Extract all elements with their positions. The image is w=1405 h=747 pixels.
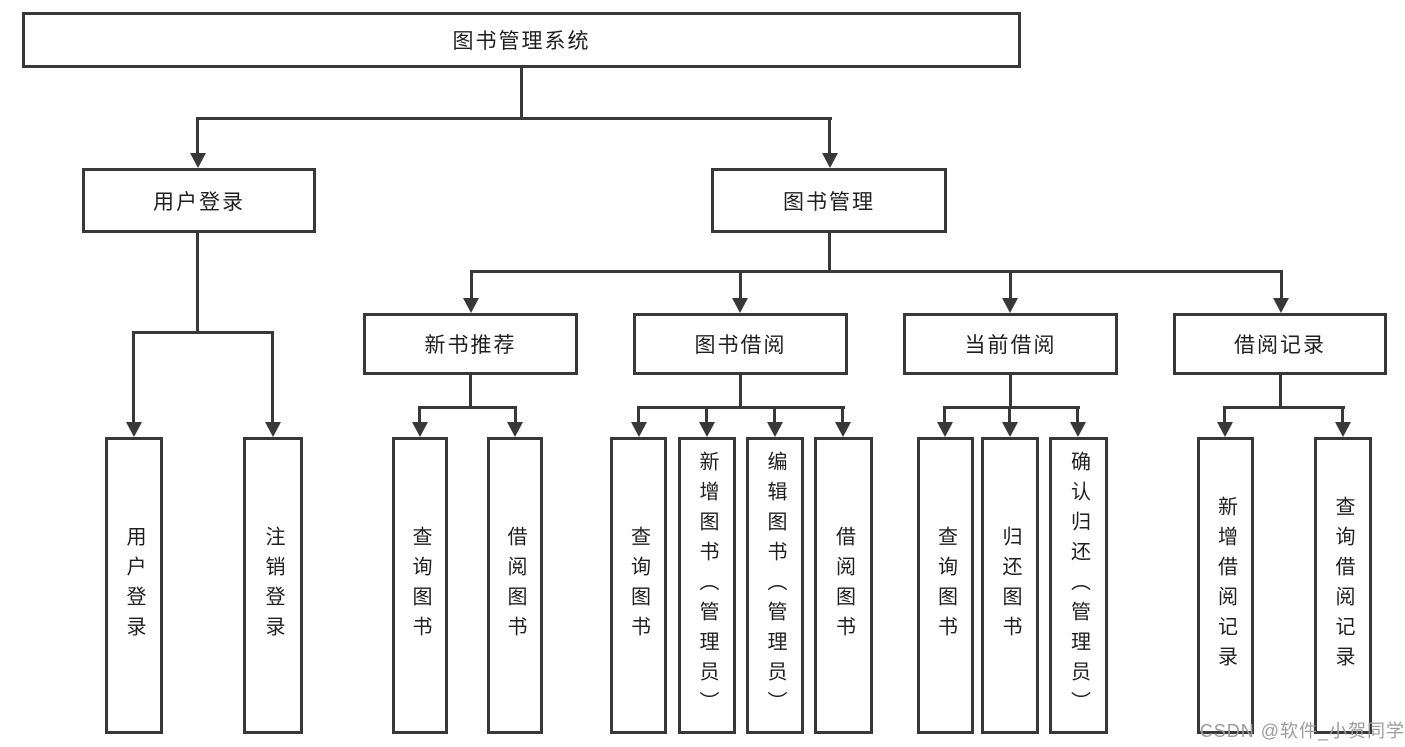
csdn-watermark: CSDN @软件_小贺同学	[1199, 721, 1405, 741]
connector-root-stem	[520, 68, 523, 119]
connector-book-borrow-hline	[637, 406, 845, 409]
leaf-borrow-book-label: 借阅图书	[832, 525, 855, 646]
arrow-down-icon	[937, 422, 953, 437]
node-user-login-label: 用户登录	[153, 190, 245, 214]
arrow-down-icon	[1335, 422, 1351, 437]
arrow-down-icon	[1070, 422, 1086, 437]
arrow-down-icon	[1217, 422, 1233, 437]
connector-new-book-hline	[418, 406, 517, 409]
leaf-query-book-borrow-label: 查询图书	[627, 525, 650, 646]
leaf-query-book-borrow: 查询图书	[610, 437, 667, 734]
arrow-down-icon	[835, 422, 851, 437]
connector-leaf	[943, 406, 946, 423]
connector-book-mgmt-hline	[470, 270, 1283, 273]
arrow-down-icon	[507, 422, 523, 437]
connector-borrow-record-stem	[1279, 375, 1282, 409]
arrow-down-icon	[1273, 298, 1289, 313]
leaf-logout-login: 注销登录	[243, 437, 303, 734]
leaf-confirm-return-admin: 确认归还（管理员）	[1049, 437, 1108, 734]
leaf-query-book-current: 查询图书	[917, 437, 974, 734]
connector-to-book-management	[828, 117, 831, 155]
connector-root-hline	[196, 117, 832, 120]
arrow-down-icon	[190, 153, 206, 168]
connector-user-login-hline	[132, 331, 274, 334]
arrow-down-icon	[412, 422, 428, 437]
leaf-edit-book-admin-label: 编辑图书（管理员）	[764, 450, 786, 721]
connector-user-login-stem	[196, 233, 199, 333]
leaf-logout-login-label: 注销登录	[262, 525, 284, 646]
connector-leaf	[1223, 406, 1226, 423]
leaf-add-borrow-record: 新增借阅记录	[1197, 437, 1254, 734]
leaf-query-borrow-record: 查询借阅记录	[1314, 437, 1372, 734]
arrow-down-icon	[126, 422, 142, 437]
node-book-borrow: 图书借阅	[633, 313, 848, 375]
leaf-confirm-return-admin-label: 确认归还（管理员）	[1067, 450, 1090, 721]
connector-new-book-stem	[469, 375, 472, 409]
arrow-down-icon	[265, 422, 281, 437]
connector-leaf	[514, 406, 517, 423]
connector-to-book-borrow	[739, 270, 742, 299]
connector-to-borrow-record	[1280, 270, 1283, 299]
arrow-down-icon	[822, 153, 838, 168]
node-current-borrow-label: 当前借阅	[964, 334, 1057, 357]
node-root-system: 图书管理系统	[22, 12, 1021, 68]
arrow-down-icon	[463, 298, 479, 313]
connector-current-borrow-hline	[943, 406, 1080, 409]
leaf-add-borrow-record-label: 新增借阅记录	[1214, 495, 1237, 676]
connector-leaf	[705, 406, 708, 423]
connector-to-user-login	[196, 117, 199, 155]
arrow-down-icon	[767, 422, 783, 437]
node-new-book-recommend: 新书推荐	[363, 313, 578, 375]
connector-to-current-borrow	[1009, 270, 1012, 299]
arrow-down-icon	[1002, 298, 1018, 313]
connector-borrow-record-hline	[1223, 406, 1345, 409]
leaf-query-borrow-record-label: 查询借阅记录	[1332, 495, 1354, 676]
connector-leaf	[1341, 406, 1344, 423]
leaf-add-book-admin-label: 新增图书（管理员）	[696, 450, 718, 721]
leaf-user-login: 用户登录	[105, 437, 163, 734]
connector-leaf	[1076, 406, 1079, 423]
leaf-borrow-book: 借阅图书	[814, 437, 873, 734]
leaf-user-login-label: 用户登录	[123, 525, 145, 646]
leaf-add-book-admin: 新增图书（管理员）	[678, 437, 736, 734]
node-root-system-label: 图书管理系统	[452, 30, 591, 53]
leaf-query-book-recommend-label: 查询图书	[409, 525, 431, 646]
node-book-management: 图书管理	[711, 168, 947, 233]
arrow-down-icon	[1002, 422, 1018, 437]
connector-to-new-book	[470, 270, 473, 299]
leaf-edit-book-admin: 编辑图书（管理员）	[746, 437, 804, 734]
leaf-query-book-current-label: 查询图书	[934, 525, 957, 646]
node-new-book-recommend-label: 新书推荐	[424, 334, 517, 357]
leaf-borrow-book-recommend: 借阅图书	[487, 437, 543, 734]
connector-leaf	[773, 406, 776, 423]
leaf-return-book: 归还图书	[981, 437, 1039, 734]
node-borrow-record-label: 借阅记录	[1234, 334, 1326, 357]
node-book-management-label: 图书管理	[783, 190, 875, 214]
arrow-down-icon	[631, 422, 647, 437]
arrow-down-icon	[699, 422, 715, 437]
node-book-borrow-label: 图书借阅	[694, 334, 787, 357]
arrow-down-icon	[732, 298, 748, 313]
connector-book-borrow-stem	[739, 375, 742, 409]
connector-to-leaf-user-login	[132, 331, 135, 422]
connector-leaf	[841, 406, 844, 423]
leaf-return-book-label: 归还图书	[999, 525, 1021, 646]
connector-book-mgmt-stem	[828, 233, 831, 273]
leaf-query-book-recommend: 查询图书	[392, 437, 448, 734]
connector-current-borrow-stem	[1009, 375, 1012, 409]
connector-leaf	[1008, 406, 1011, 423]
node-borrow-record: 借阅记录	[1173, 313, 1387, 375]
node-current-borrow: 当前借阅	[903, 313, 1118, 375]
connector-to-leaf-logout	[271, 331, 274, 422]
leaf-borrow-book-recommend-label: 借阅图书	[504, 525, 526, 646]
node-user-login: 用户登录	[82, 168, 316, 233]
connector-leaf	[418, 406, 421, 423]
connector-leaf	[637, 406, 640, 423]
